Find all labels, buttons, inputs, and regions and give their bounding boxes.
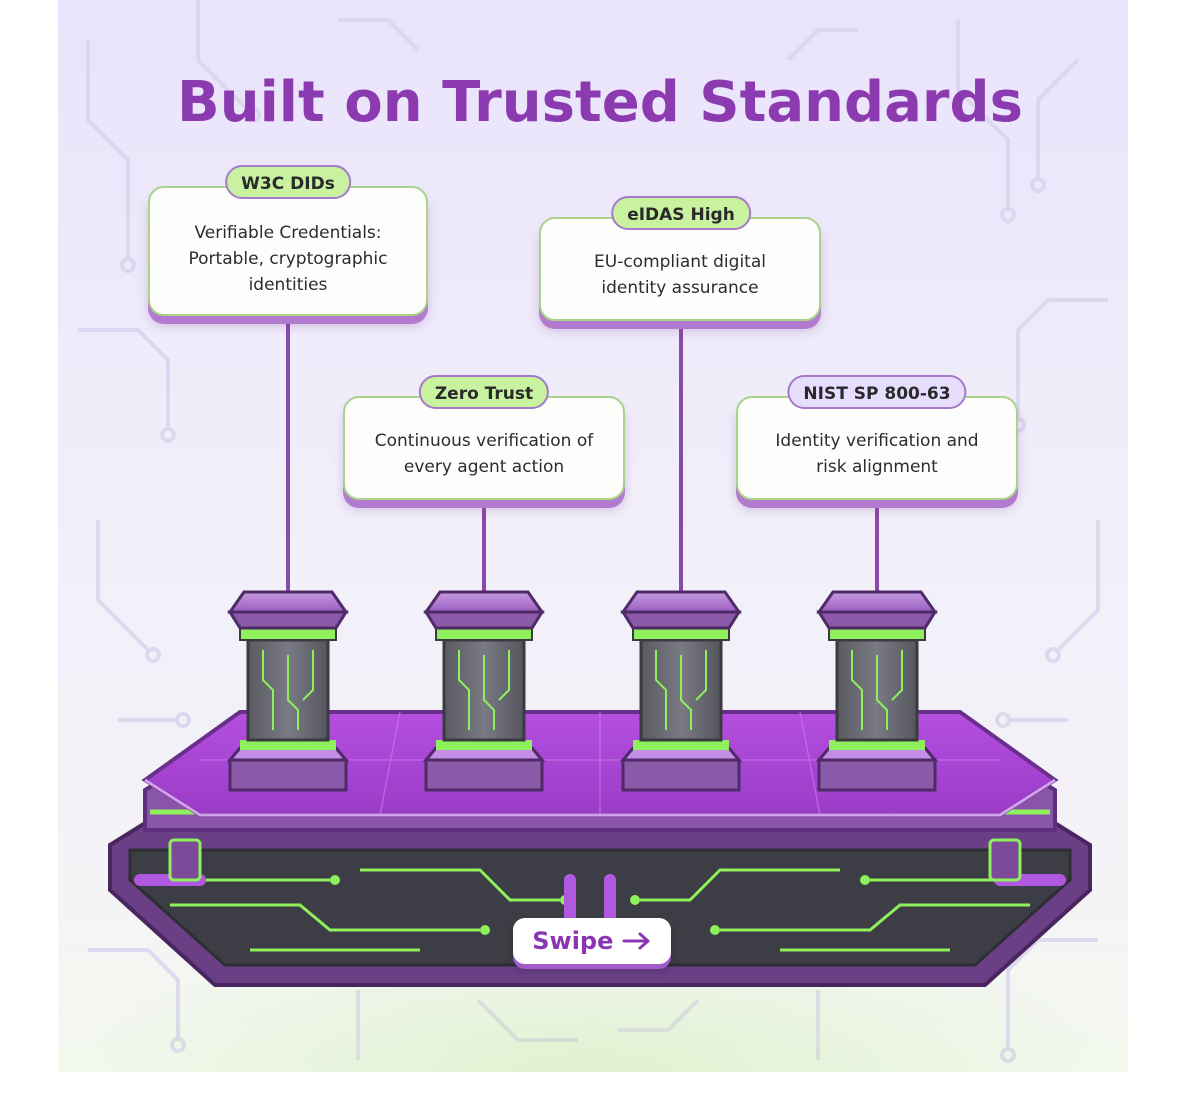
standard-card: Identity verification and risk alignment: [736, 396, 1018, 500]
description-line: risk alignment: [816, 457, 938, 477]
standard-tag: Zero Trust: [418, 375, 550, 409]
pillar-2: [422, 502, 546, 792]
standard-tag: W3C DIDs: [225, 165, 351, 199]
pillar-cap: [227, 590, 349, 614]
pillar-cap: [816, 590, 938, 614]
swipe-label: Swipe: [532, 927, 614, 955]
description-line: Identity verification and: [775, 431, 979, 451]
swipe-button[interactable]: Swipe: [513, 918, 671, 964]
standard-description: Identity verification and risk alignment: [750, 428, 1004, 480]
pillar-3: [619, 323, 743, 792]
standard-description: Verifiable Credentials: Portable, cryptog…: [162, 220, 414, 298]
description-line: Continuous verification of: [374, 431, 594, 451]
description-line: Portable, cryptographic: [188, 249, 388, 269]
pillar-base: [817, 758, 937, 792]
description-line: identities: [248, 275, 328, 295]
pillar-1: [226, 318, 350, 792]
page-title: Built on Trusted Standards: [177, 70, 1023, 135]
arrow-right-icon: [622, 918, 652, 964]
description-line: identity assurance: [601, 278, 759, 298]
pillar-base: [424, 758, 544, 792]
description-line: Verifiable Credentials:: [194, 223, 382, 243]
standard-card: EU-compliant digital identity assurance: [539, 217, 821, 321]
standard-card: Verifiable Credentials: Portable, cryptog…: [148, 186, 428, 316]
standard-tag: NIST SP 800-63: [787, 375, 967, 409]
standard-card: Continuous verification of every agent ac…: [343, 396, 625, 500]
pillar-base: [228, 758, 348, 792]
pillar-cap: [423, 590, 545, 614]
pillar-4: [815, 502, 939, 792]
standard-description: EU-compliant digital identity assurance: [553, 249, 807, 301]
description-line: EU-compliant digital: [594, 252, 766, 272]
circuit-pattern-background: [78, 0, 1108, 1063]
standard-description: Continuous verification of every agent ac…: [357, 428, 611, 480]
pillar-cap: [620, 590, 742, 614]
description-line: every agent action: [403, 457, 565, 477]
standard-tag: eIDAS High: [611, 196, 751, 230]
pillar-base: [621, 758, 741, 792]
